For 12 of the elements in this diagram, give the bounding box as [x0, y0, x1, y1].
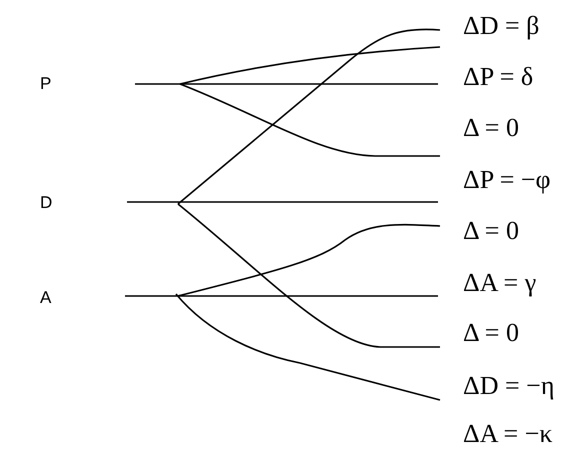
- equation-label: Δ = 0: [463, 320, 519, 346]
- equation-label: ΔA = γ: [463, 270, 536, 296]
- line-label: D: [40, 194, 52, 211]
- line-label: A: [40, 289, 52, 306]
- equation-label: ΔP = −φ: [463, 167, 551, 193]
- equation-label: ΔP = δ: [463, 64, 534, 90]
- equation-label: Δ = 0: [463, 115, 519, 141]
- equation-label: Δ = 0: [463, 218, 519, 244]
- equation-label: ΔD = β: [463, 13, 540, 39]
- equation-label: ΔD = −η: [463, 373, 554, 399]
- line-label: P: [40, 75, 52, 92]
- equation-label: ΔA = −κ: [463, 421, 552, 447]
